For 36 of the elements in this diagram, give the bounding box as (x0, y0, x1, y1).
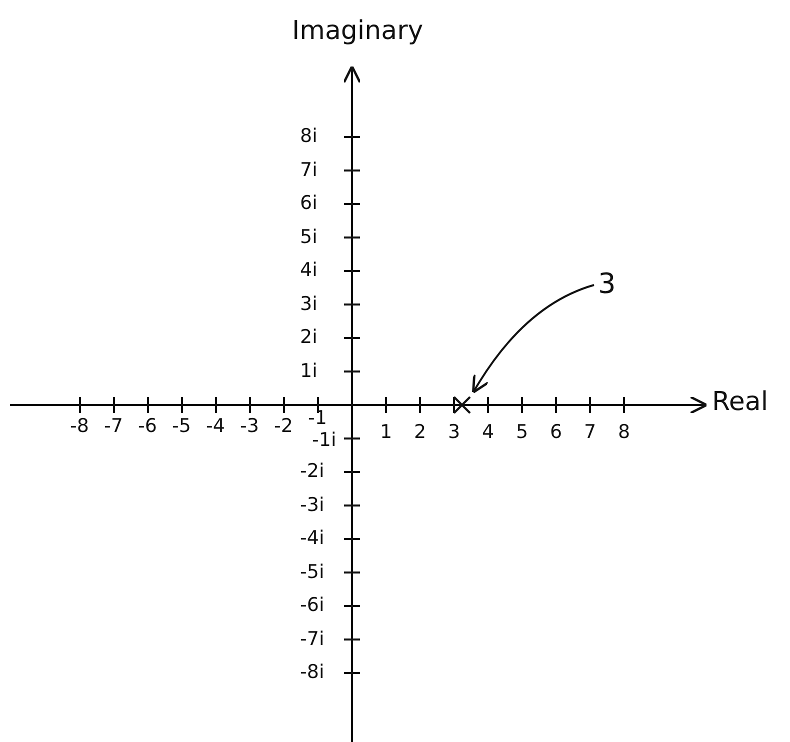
tick-label: -2 (274, 417, 293, 436)
tick-label: 5i (300, 228, 318, 246)
tick-label: 8 (618, 423, 630, 442)
tick-label: 6 (550, 423, 562, 442)
tick-label: 8i (300, 127, 318, 146)
tick-label: -4i (300, 529, 324, 548)
point-marker (452, 395, 472, 415)
tick-label: -4 (206, 417, 225, 436)
tick-label: 2i (300, 328, 318, 347)
tick-label: -3i (300, 496, 324, 514)
tick-label: 3 (448, 423, 460, 442)
tick-label: 3i (300, 294, 318, 314)
tick-label: -5i (300, 562, 324, 582)
tick-label: 4i (300, 261, 318, 280)
tick-label: 7 (584, 423, 596, 442)
tick-label: -3 (240, 417, 259, 436)
tick-label: -7i (300, 630, 324, 648)
leader-arrow (472, 284, 594, 394)
tick-label: 7i (300, 160, 318, 180)
tick-label: -2i (300, 462, 324, 481)
axis-title: Real (712, 389, 768, 415)
axis-title: Imaginary (292, 18, 424, 44)
tick-label: 5 (516, 423, 528, 442)
tick-label: 6i (300, 194, 318, 213)
tick-label: -8 (70, 417, 89, 436)
tick-label: -7 (104, 417, 123, 436)
callout-label: 3 (598, 270, 622, 300)
tick-label: -1i (312, 431, 336, 450)
tick-label: 2 (414, 423, 426, 442)
tick-label: 1 (380, 423, 392, 442)
tick-label: -8i (300, 663, 324, 682)
tick-label: 4 (482, 423, 494, 442)
tick-label: -6i (300, 596, 324, 615)
tick-label: -5 (172, 417, 191, 436)
tick-label: 1i (300, 362, 318, 380)
tick-label: -6 (138, 417, 157, 436)
